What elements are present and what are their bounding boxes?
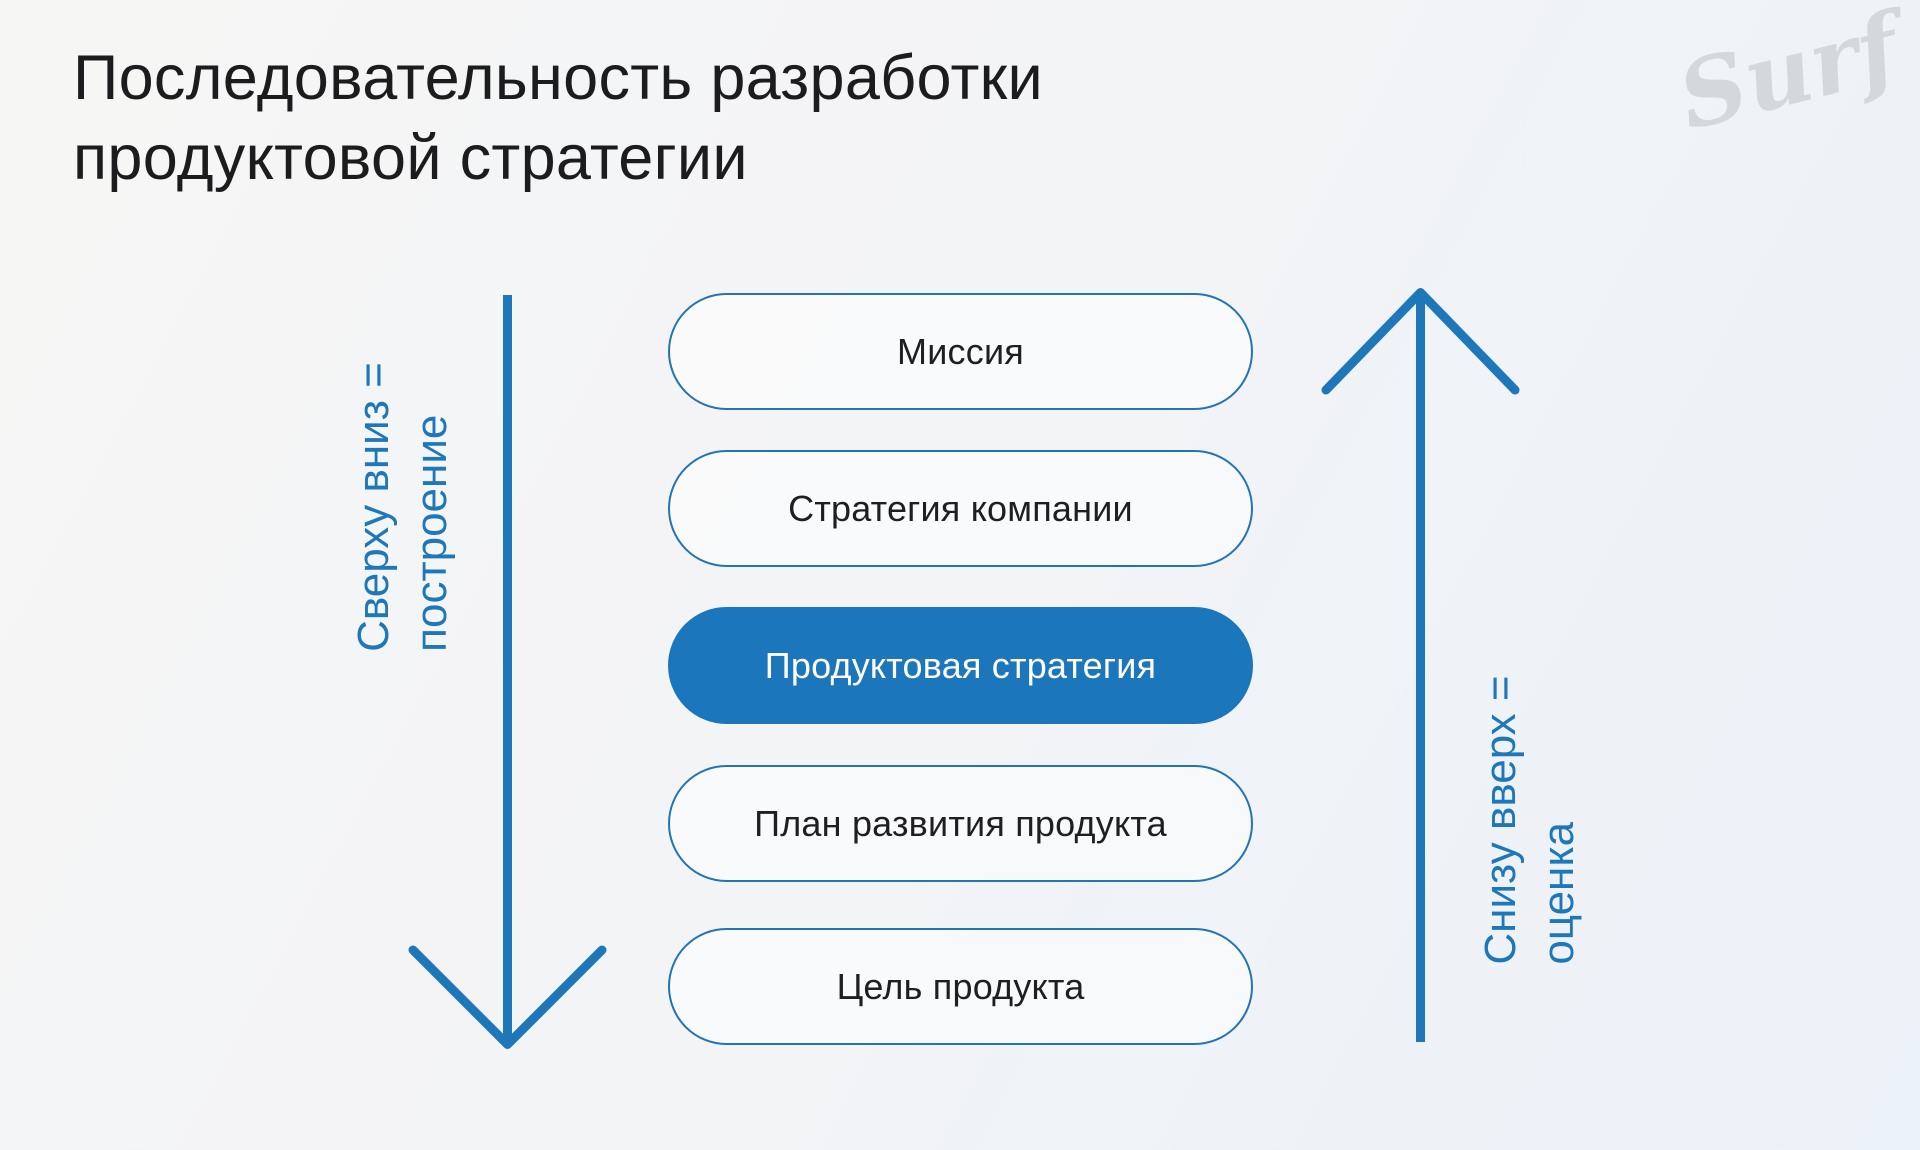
page-title: Последовательность разработки продуктово… [73, 38, 1043, 198]
right-flow-label: Снизу вверх = оценка [1472, 675, 1588, 964]
surf-logo: Surf [1668, 0, 1910, 152]
left-flow-label: Сверху вниз = построение [345, 362, 461, 652]
left-flow-label-line1: Сверху вниз = [349, 362, 398, 652]
pill-product-roadmap: План развития продукта [668, 765, 1253, 882]
page-title-line1: Последовательность разработки [73, 43, 1044, 113]
left-flow-label-line2: построение [407, 414, 456, 652]
pill-product-goal: Цель продукта [668, 928, 1253, 1045]
right-flow-label-line1: Снизу вверх = [1476, 675, 1525, 965]
pill-mission: Миссия [668, 293, 1253, 410]
right-flow-label-line2: оценка [1534, 821, 1583, 965]
pill-company-strategy: Стратегия компании [668, 450, 1253, 567]
pill-product-strategy: Продуктовая стратегия [668, 607, 1253, 724]
page-title-line2: продуктовой стратегии [73, 123, 748, 193]
